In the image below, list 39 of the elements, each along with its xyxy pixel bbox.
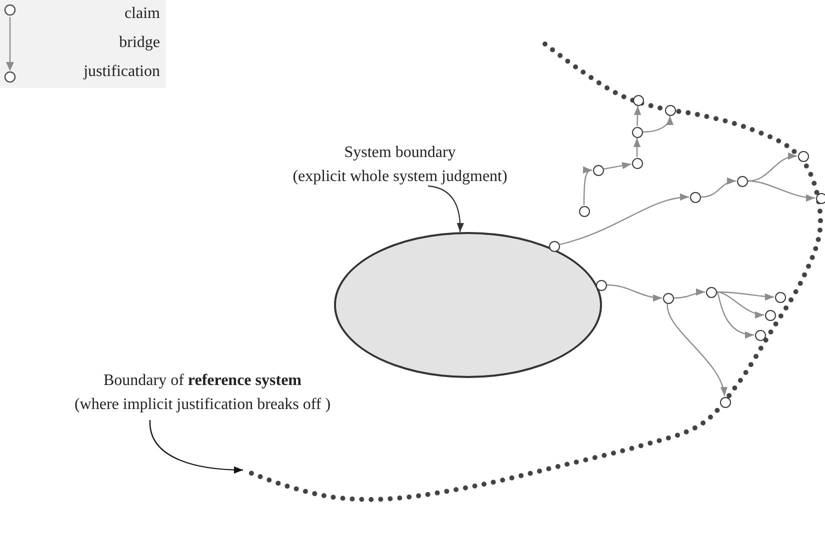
node-circle bbox=[548, 240, 560, 252]
node-circle bbox=[720, 396, 730, 408]
arrow bbox=[560, 194, 690, 246]
node-circle bbox=[816, 192, 825, 204]
node-circle bbox=[690, 192, 700, 202]
legend-text: bridge bbox=[119, 33, 160, 53]
legend-text: claim bbox=[124, 4, 160, 24]
node-circle bbox=[596, 280, 606, 290]
annotation-text: Boundary of reference system (where implicit justification breaks off ) bbox=[0, 369, 405, 417]
arrow bbox=[582, 168, 592, 205]
arrow bbox=[748, 153, 798, 182]
arrow bbox=[748, 180, 816, 202]
legend-text: justification bbox=[84, 62, 160, 82]
node-circle bbox=[774, 292, 786, 302]
node-circle bbox=[632, 126, 642, 138]
arrow bbox=[666, 304, 726, 396]
arrow bbox=[633, 138, 641, 157]
arrow bbox=[642, 116, 673, 133]
arrow bbox=[634, 106, 642, 126]
node-circle bbox=[662, 292, 674, 304]
arrow bbox=[428, 185, 464, 232]
arrow bbox=[716, 292, 754, 338]
node-circle bbox=[706, 286, 716, 298]
node-circle bbox=[798, 150, 808, 162]
node-circle bbox=[736, 176, 748, 186]
arrow bbox=[606, 284, 662, 302]
node-circle bbox=[578, 206, 590, 216]
arrow bbox=[674, 288, 706, 299]
node-circle bbox=[632, 158, 642, 168]
node-circle bbox=[592, 164, 604, 176]
annotation-text: System boundary (explicit whole system judgment) bbox=[270, 141, 530, 189]
node-circle bbox=[764, 310, 776, 320]
arrow bbox=[700, 178, 736, 198]
arrow bbox=[716, 291, 764, 318]
node-circle bbox=[632, 94, 644, 106]
node-circle bbox=[664, 104, 676, 116]
node-circle bbox=[754, 330, 766, 340]
arrow bbox=[149, 420, 244, 474]
arrow bbox=[604, 162, 632, 170]
